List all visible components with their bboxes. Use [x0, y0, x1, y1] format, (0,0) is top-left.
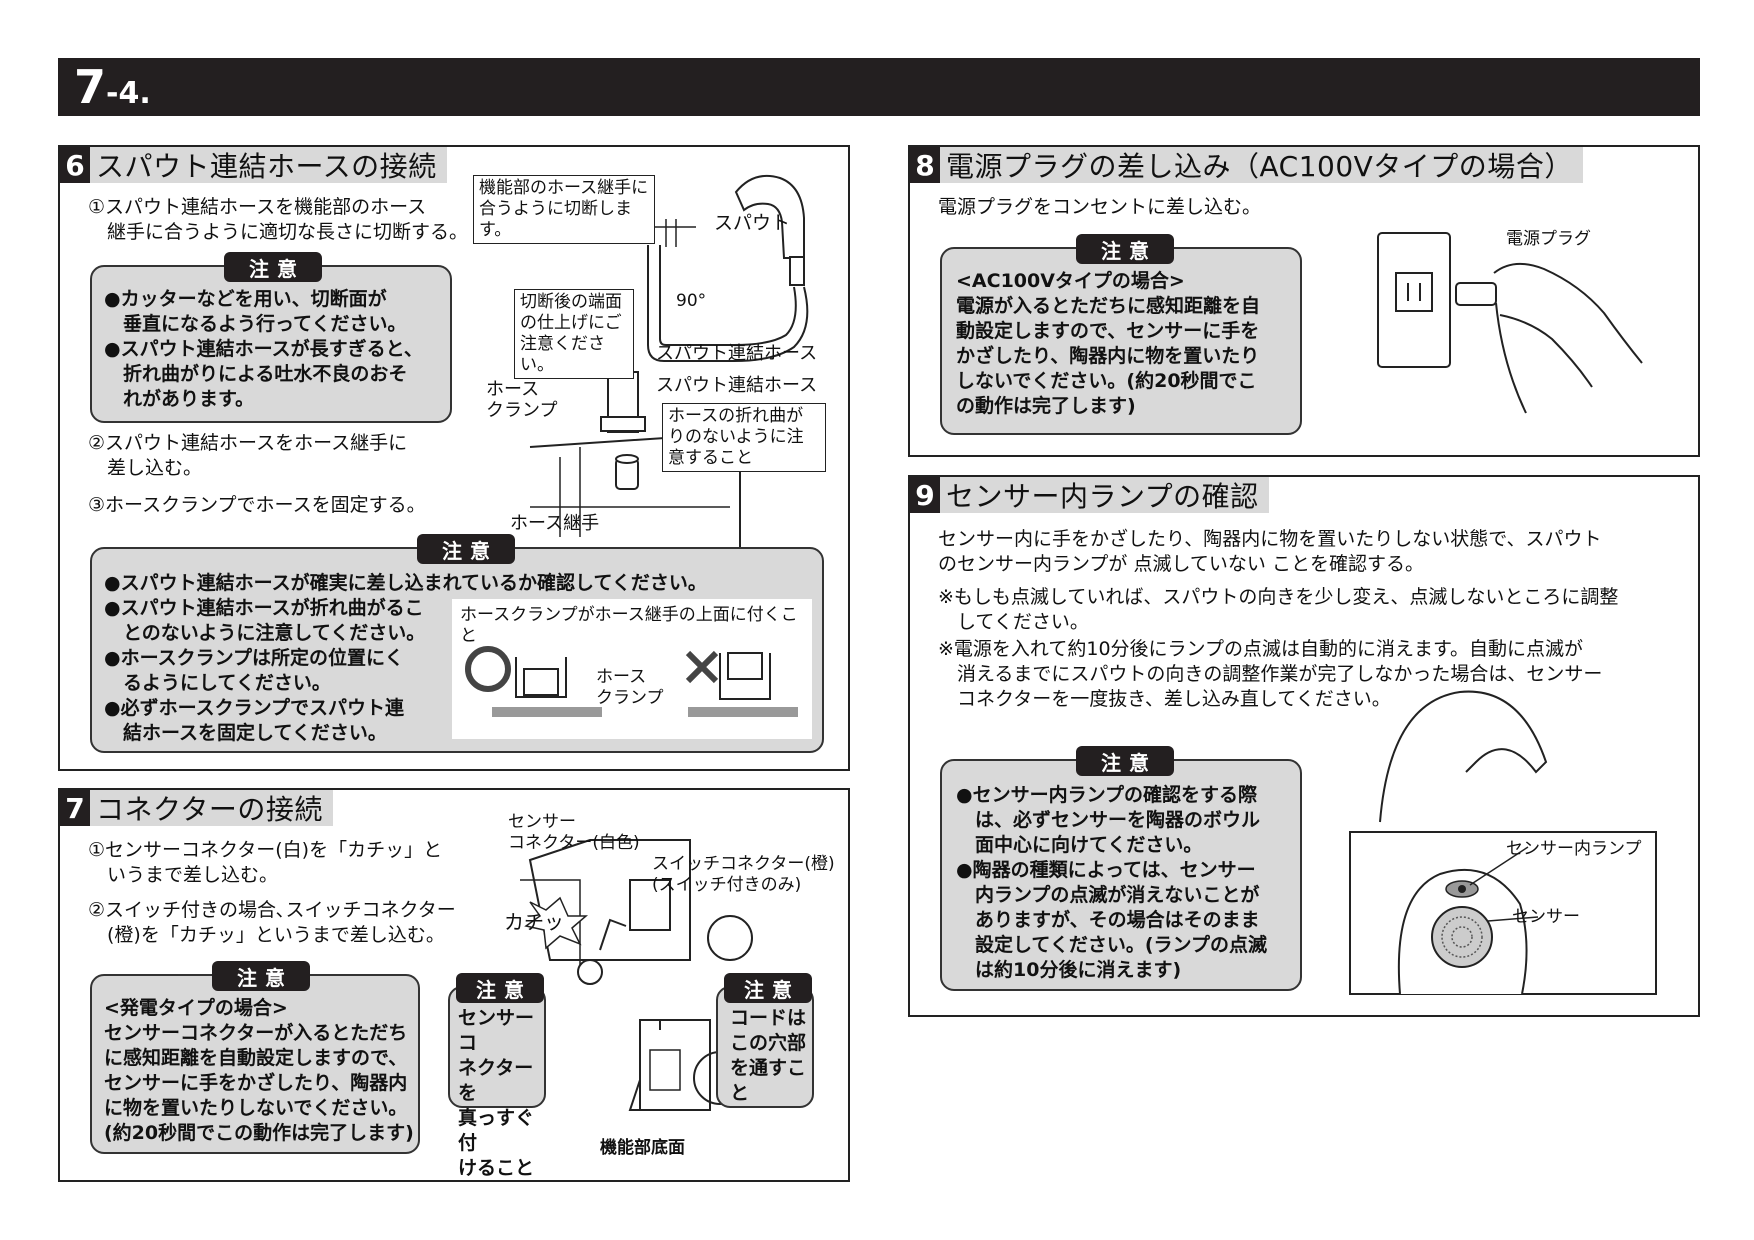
label-sensor-connector: センサー コネクター(白色) [508, 812, 640, 853]
s7-step1: ①センサーコネクター(白)を「カチッ」と いうまで差し込む。 [88, 839, 443, 886]
callout-bend: ホースの折れ曲が りのないように注 意すること [662, 403, 826, 472]
s9-note2: ※電源を入れて約10分後にランプの点滅は自動的に消えます。自動に点滅が 消えるま… [938, 638, 1603, 710]
label-switch-connector: スイッチコネクター(橙) (スイッチ付きのみ) [652, 854, 835, 895]
label-click: カチッ [504, 910, 564, 934]
label-hose-1: スパウト連結ホース [656, 343, 818, 364]
plug-diagram [1377, 232, 1643, 414]
section-9-title: 9 センサー内ランプの確認 [910, 477, 1269, 513]
label-sensor-lamp: センサー内ランプ [1506, 839, 1642, 859]
s6-caution-1: 注意 ●カッターなどを用い、切断面が 垂直になるよう行ってください。 ●スパウト… [90, 252, 452, 423]
s8-caution: 注意 <AC100Vタイプの場合> 電源が入るとただちに感知距離を自 動設定しま… [940, 234, 1302, 435]
section-9: 9 センサー内ランプの確認 センサー内に手をかざしたり、陶器内に物を置いたりしな… [908, 475, 1700, 1017]
label-spout: スパウト [714, 212, 791, 234]
s9-text1: センサー内に手をかざしたり、陶器内に物を置いたりしない状態で、スパウト のセンサ… [938, 528, 1602, 575]
s7-caution-b: 注意 コードは この穴部 を通すこ と [716, 973, 814, 1108]
callout-finish: 切断後の端面 の仕上げにご 注意ください。 [514, 289, 634, 379]
section-8: 8 電源プラグの差し込み（AC100Vタイプの場合） 電源プラグをコンセントに差… [908, 145, 1700, 457]
clamp-position-panel: ホースクランプがホース継手の上面に付くこと ホース クランプ [452, 599, 812, 739]
section-7: 7 コネクターの接続 ①センサーコネクター(白)を「カチッ」と いうまで差し込む… [58, 788, 850, 1182]
section-8-title: 8 電源プラグの差し込み（AC100Vタイプの場合） [910, 147, 1583, 183]
s6-caution-2: 注意 ●スパウト連結ホースが確実に差し込まれているか確認してください。 ●スパウ… [90, 534, 824, 753]
s7-step2: ②スイッチ付きの場合､スイッチコネクター (橙)を「カチッ」というまで差し込む。 [88, 899, 456, 946]
s7-caution: 注意 <発電タイプの場合> センサーコネクターが入るとただち に感知距離を自動設… [90, 961, 420, 1154]
label-power-plug: 電源プラグ [1506, 229, 1591, 249]
label-angle: 90° [676, 291, 707, 311]
s9-note1: ※もしも点滅していれば、スパウトの向きを少し変え、点滅しないところに調整 してく… [938, 586, 1619, 633]
s6-step1: ①スパウト連結ホースを機能部のホース 継手に合うように適切な長さに切断する。 [88, 196, 469, 243]
clamp-diagram [465, 646, 798, 717]
label-hose-2: スパウト連結ホース [656, 375, 818, 396]
page-header: 7-4. [58, 58, 1700, 116]
chapter-number: 7-4. [74, 60, 151, 114]
s8-text: 電源プラグをコンセントに差し込む。 [938, 196, 1262, 218]
label-bottom: 機能部底面 [600, 1138, 685, 1158]
label-clamp: ホース クランプ [486, 379, 558, 421]
s6-step2: ②スパウト連結ホースをホース継手に 差し込む。 [88, 432, 408, 479]
label-joint: ホース継手 [510, 513, 600, 534]
connector-diagram [520, 839, 753, 1111]
label-sensor: センサー [1512, 907, 1580, 927]
section-6-title: 6 スパウト連結ホースの接続 [60, 147, 447, 183]
s9-caution: 注意 ●センサー内ランプの確認をする際 は、必ずセンサーを陶器のボウル 面中心に… [940, 746, 1302, 991]
sensor-lamp-diagram [1349, 690, 1657, 995]
section-6: 6 スパウト連結ホースの接続 ①スパウト連結ホースを機能部のホース 継手に合うよ… [58, 145, 850, 771]
s6-step3: ③ホースクランプでホースを固定する。 [88, 494, 426, 516]
section-7-title: 7 コネクターの接続 [60, 790, 333, 826]
callout-cut: 機能部のホース継手に 合うように切断します。 [473, 175, 655, 244]
s7-caution-a: 注意 センサーコ ネクターを 真っすぐ付 けること [448, 973, 546, 1179]
